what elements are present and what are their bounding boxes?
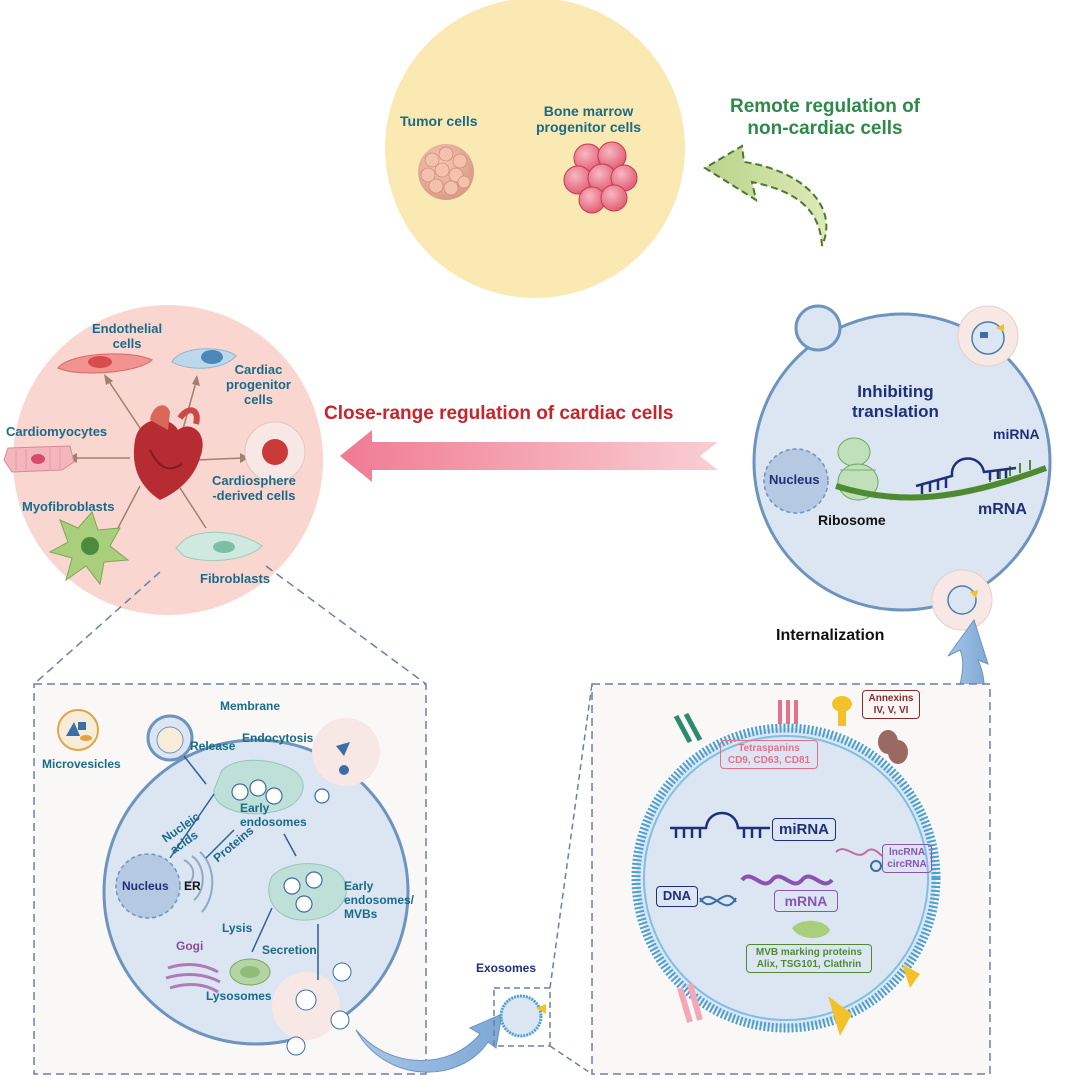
er-icon xyxy=(183,851,214,913)
recipient-nucleus-label: Nucleus xyxy=(769,472,820,487)
endosome-vesicles xyxy=(231,779,330,805)
internalized-exosome-icon xyxy=(931,569,993,631)
non-cardiac-cells-circle xyxy=(385,0,685,298)
mirna-strand xyxy=(915,457,1017,494)
tumor-cells-icon xyxy=(418,144,474,200)
membrane-proteins xyxy=(673,696,920,1036)
secretion-label: Secretion xyxy=(262,943,317,957)
cardiac-progenitor-cell-icon xyxy=(171,348,237,369)
donor-nucleus xyxy=(115,853,181,919)
heart-icon xyxy=(133,405,203,500)
release-label: Release xyxy=(190,739,236,753)
microvesicles-icon xyxy=(57,709,99,751)
mrna-strand xyxy=(835,465,1048,501)
bone-marrow-cells-icon xyxy=(563,141,638,214)
donor-cell xyxy=(102,738,410,1046)
mvb-proteins-box: MVB marking proteins Alix, TSG101, Clath… xyxy=(746,944,872,973)
gogi-label: Gogi xyxy=(176,939,204,953)
cardiac-progenitor-label: Cardiac progenitor cells xyxy=(226,362,291,407)
lysosomes-label: Lysosomes xyxy=(206,989,272,1003)
endothelial-cell-icon xyxy=(57,353,153,374)
lncrna-icon xyxy=(835,848,883,857)
process-arrows xyxy=(169,755,319,980)
exosome-export-arrow xyxy=(355,1013,503,1073)
er-label: ER xyxy=(184,879,201,893)
recipient-mirna-label: miRNA xyxy=(993,426,1040,442)
remote-regulation-arrow xyxy=(703,144,828,247)
donor-nucleus-label: Nucleus xyxy=(122,879,169,893)
exosome-mrna-icon xyxy=(740,874,834,886)
exosome-icon xyxy=(499,994,546,1038)
fibroblasts-label: Fibroblasts xyxy=(200,571,271,586)
ribosome-label: Ribosome xyxy=(818,512,886,528)
golgi-icon xyxy=(165,963,221,994)
bone-marrow-label: Bone marrow progenitor cells xyxy=(536,103,642,136)
exosome-mirna-icon xyxy=(670,811,770,838)
cardiosphere-label: Cardiosphere -derived cells xyxy=(212,473,296,503)
close-range-label: Close-range regulation of cardiac cells xyxy=(324,403,674,424)
attached-exosome-icon xyxy=(957,305,1019,367)
cardiosphere-cell-icon xyxy=(244,421,306,483)
myofibroblast-icon xyxy=(48,511,130,586)
mvbs-label: Early endosomes/ MVBs xyxy=(344,879,415,921)
mvb xyxy=(268,863,347,921)
recipient-mrna-label: mRNA xyxy=(978,501,1027,518)
dna-box: DNA xyxy=(656,886,698,907)
cardiomyocytes-label: Cardiomyocytes xyxy=(6,424,108,439)
tetraspanins-box: Tetraspanins CD9, CD63, CD81 xyxy=(720,740,818,769)
dna-icon xyxy=(699,894,737,907)
internalization-label: Internalization xyxy=(776,627,885,644)
close-range-arrow xyxy=(340,430,718,482)
lysis-label: Lysis xyxy=(222,921,253,935)
myofibroblasts-label: Myofibroblasts xyxy=(22,499,115,514)
nucleus xyxy=(763,448,829,514)
cardiomyocyte-icon xyxy=(3,445,75,473)
endothelial-label: Endothelial cells xyxy=(92,321,163,351)
recipient-cell xyxy=(752,312,1052,612)
annexins-box: Annexins IV, V, VI xyxy=(862,690,920,719)
exosome-mirna-box: miRNA xyxy=(772,818,836,842)
arrow-heads xyxy=(68,374,249,463)
fibroblast-icon xyxy=(175,531,263,562)
microvesicles-label: Microvesicles xyxy=(42,757,121,771)
remote-regulation-label: Remote regulation of non-cardiac cells xyxy=(730,96,921,139)
tumor-cells-label: Tumor cells xyxy=(400,113,478,129)
mvb-protein-icon xyxy=(792,920,830,938)
exosomes-label: Exosomes xyxy=(476,961,537,975)
endocytosis-label: Endocytosis xyxy=(242,731,314,745)
inhibiting-translation-label: Inhibiting translation xyxy=(852,382,939,421)
exosome-mrna-box: mRNA xyxy=(774,890,838,913)
lncrna-box: lncRNA circRNA xyxy=(882,844,932,873)
exosome-selection-box xyxy=(493,987,551,1047)
membrane-label: Membrane xyxy=(220,699,281,713)
early-endosomes-label: Early endosomes xyxy=(240,801,307,829)
